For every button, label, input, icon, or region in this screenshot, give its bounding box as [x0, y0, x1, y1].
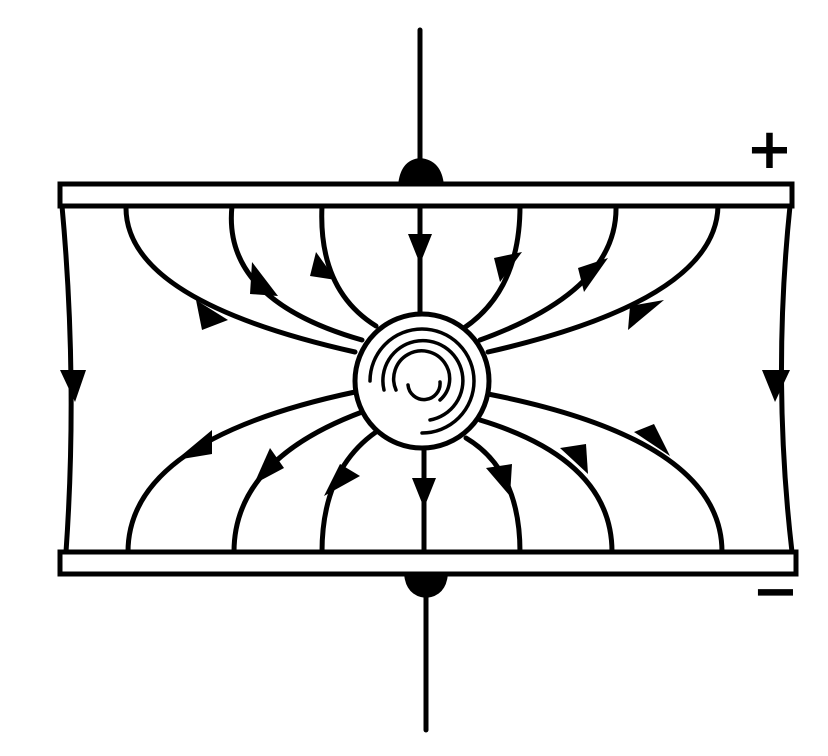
arrow-head [254, 448, 284, 484]
arrow-head [408, 234, 432, 264]
negative-sign: − [752, 559, 799, 624]
arrow-head [628, 300, 664, 330]
arrow-head [412, 478, 436, 508]
bottom-solder-joint [404, 574, 448, 598]
arrow-head [176, 430, 212, 460]
positive-sign: + [746, 117, 793, 182]
lower-field-lines [125, 389, 725, 555]
arrow-head [634, 424, 670, 456]
arrow-head [310, 252, 336, 280]
arrow-head [560, 444, 588, 474]
arrow-head [494, 252, 522, 282]
top-solder-joint [398, 158, 444, 186]
bottom-plate [57, 549, 799, 577]
arrow-head [486, 464, 512, 496]
arrow-head [250, 262, 278, 296]
arrow-head [578, 258, 608, 292]
upper-field-arrows [196, 234, 664, 330]
right-side-arrow [762, 370, 790, 402]
arrow-head [196, 300, 228, 330]
central-sphere [352, 311, 492, 451]
left-side-arrow [60, 370, 86, 402]
arrow-head [324, 464, 360, 496]
top-plate [57, 181, 795, 209]
lower-field-arrows [176, 424, 670, 508]
